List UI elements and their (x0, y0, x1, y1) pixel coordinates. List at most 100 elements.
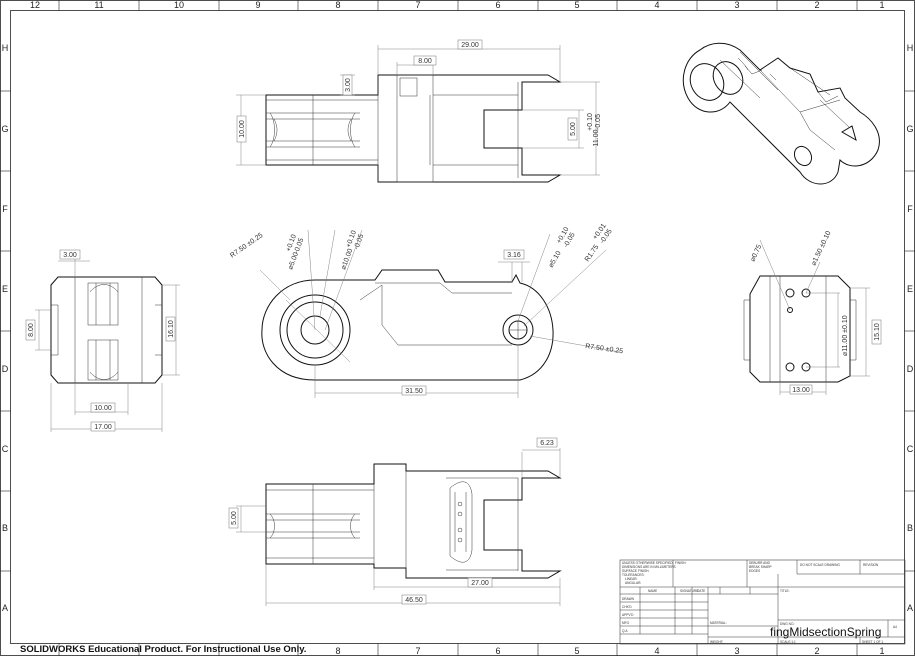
dimension-label: 10.00 (239, 120, 246, 138)
dimension-label: 13.00 (792, 387, 810, 394)
tb-scale: SCALE:1:1 (780, 640, 796, 644)
tb-row: APPV'D (622, 613, 634, 617)
tb-weight: WEIGHT: (710, 640, 723, 644)
dimension-label: 3.00 (345, 78, 352, 92)
zone-label: 2 (814, 646, 819, 656)
zone-label: G (906, 124, 913, 134)
dimension-label: 31.50 (405, 388, 423, 395)
zone-label: B (907, 523, 913, 533)
tb-note: DIMENSIONS ARE IN MILLIMETERS (622, 565, 676, 569)
top-view-dimensions: 29.00 8.00 3.00 10.00 5.00 11.00 +0.10 -… (236, 39, 602, 147)
dimension-label: ⌀11.00 ±0.10 (842, 315, 849, 356)
zone-label: 8 (335, 0, 340, 10)
zone-label: 6 (495, 0, 500, 10)
zone-label: 1 (879, 646, 884, 656)
educational-watermark: SOLIDWORKS Educational Product. For Inst… (20, 644, 307, 655)
dimension-label: 10.00 (94, 405, 112, 412)
dimension-label: 8.00 (28, 323, 35, 337)
zone-label: 3 (734, 0, 739, 10)
zone-label: 4 (654, 0, 659, 10)
zone-label: C (907, 444, 914, 454)
title-block: UNLESS OTHERWISE SPECIFIED: DIMENSIONS A… (619, 559, 906, 645)
tb-dwg-no: DWG NO. (780, 622, 794, 626)
zone-label: 5 (574, 646, 579, 656)
tb-deburr: DEBURR AND (749, 561, 771, 565)
tb-row: CHK'D (622, 605, 632, 609)
zone-label: 7 (415, 0, 420, 10)
tolerance-label: -0.05 (595, 114, 602, 130)
tb-revision: REVISION (863, 563, 879, 567)
tb-material: MATERIAL: (710, 621, 727, 625)
zone-label: C (2, 444, 9, 454)
dimension-label: 46.50 (405, 597, 423, 604)
dimension-label: 15.10 (874, 323, 881, 341)
right-side-view-dimensions: ⌀0.75 ⌀1.50 ±0.10 ⌀11.00 ±0.10 15.10 13.… (749, 230, 882, 395)
dimension-label: 3.00 (63, 252, 77, 259)
zone-label: D (907, 364, 914, 374)
zone-label: E (2, 284, 8, 294)
bottom-view (236, 448, 562, 606)
tb-row: DRAWN (622, 597, 635, 601)
row-labels-left: H G F E D C B A (1, 43, 8, 613)
sheet-inner-border (10, 10, 905, 644)
front-view (259, 229, 621, 398)
dimension-label: 8.00 (418, 58, 432, 65)
zone-label: 8 (335, 646, 340, 656)
column-labels-bottom: 8 7 6 5 4 3 2 1 (335, 646, 884, 656)
zone-label: G (1, 124, 8, 134)
zone-label: 10 (174, 0, 184, 10)
dimension-label: 29.00 (461, 42, 479, 49)
dimension-label: 5.00 (570, 122, 577, 136)
tb-note: SURFACE FINISH: (622, 569, 649, 573)
dimension-label: R7.50 ±0.25 (229, 232, 264, 260)
zone-label: 12 (30, 0, 40, 10)
dimension-label: 6.23 (540, 440, 554, 447)
dimension-label: R1.75 (584, 244, 601, 263)
tb-deburr: BREAK SHARP (749, 565, 772, 569)
tb-finish: FINISH: (675, 561, 686, 565)
zone-label: 9 (255, 0, 260, 10)
zone-label: H (907, 43, 914, 53)
zone-label: A (907, 603, 913, 613)
tb-note: UNLESS OTHERWISE SPECIFIED: (622, 561, 674, 565)
tolerance-label: +0.10 (587, 113, 594, 131)
zone-label: E (907, 284, 913, 294)
zone-label: D (2, 364, 9, 374)
zone-label: 6 (495, 646, 500, 656)
zone-label: 4 (654, 646, 659, 656)
zone-label: F (907, 204, 913, 214)
tb-header: DATE (697, 589, 705, 593)
dimension-label: ⌀5.10 (548, 250, 563, 269)
tb-sheet: SHEET 1 OF 1 (862, 640, 883, 644)
isometric-view (682, 42, 880, 185)
tb-note: TOLERANCES: (622, 573, 645, 577)
zone-label: F (2, 204, 8, 214)
dimension-label: ⌀0.75 (749, 244, 763, 263)
tb-size: A4 (893, 625, 897, 629)
dimension-label: 17.00 (94, 424, 112, 431)
dimension-label: 27.00 (471, 580, 489, 587)
tb-row: Q.A (622, 629, 628, 633)
zone-label: 7 (415, 646, 420, 656)
left-side-view (35, 257, 180, 432)
zone-label: 1 (879, 0, 884, 10)
dimension-label: ⌀1.50 ±0.10 (810, 230, 832, 267)
tb-note: LINEAR: (625, 577, 638, 581)
dimension-label: ⌀10.00 (340, 248, 354, 271)
right-side-view (743, 239, 870, 395)
zone-label: 3 (734, 646, 739, 656)
zone-label: B (2, 523, 8, 533)
dimension-label: 16.10 (168, 320, 175, 338)
front-view-dimensions: R7.50 ±0.25 ⌀5.00 +0.10 -0.05 ⌀10.00 +0.… (229, 223, 624, 396)
tb-header: SIGNATURE (680, 589, 698, 593)
zone-label: H (2, 43, 9, 53)
top-view (236, 45, 600, 183)
drawing-name: fingMidsectionSpring (770, 625, 881, 639)
dimension-label: 3.16 (507, 252, 521, 259)
tb-header: NAME (648, 589, 657, 593)
row-labels-right: H G F E D C B A (906, 43, 913, 613)
tb-row: MFG (622, 621, 630, 625)
